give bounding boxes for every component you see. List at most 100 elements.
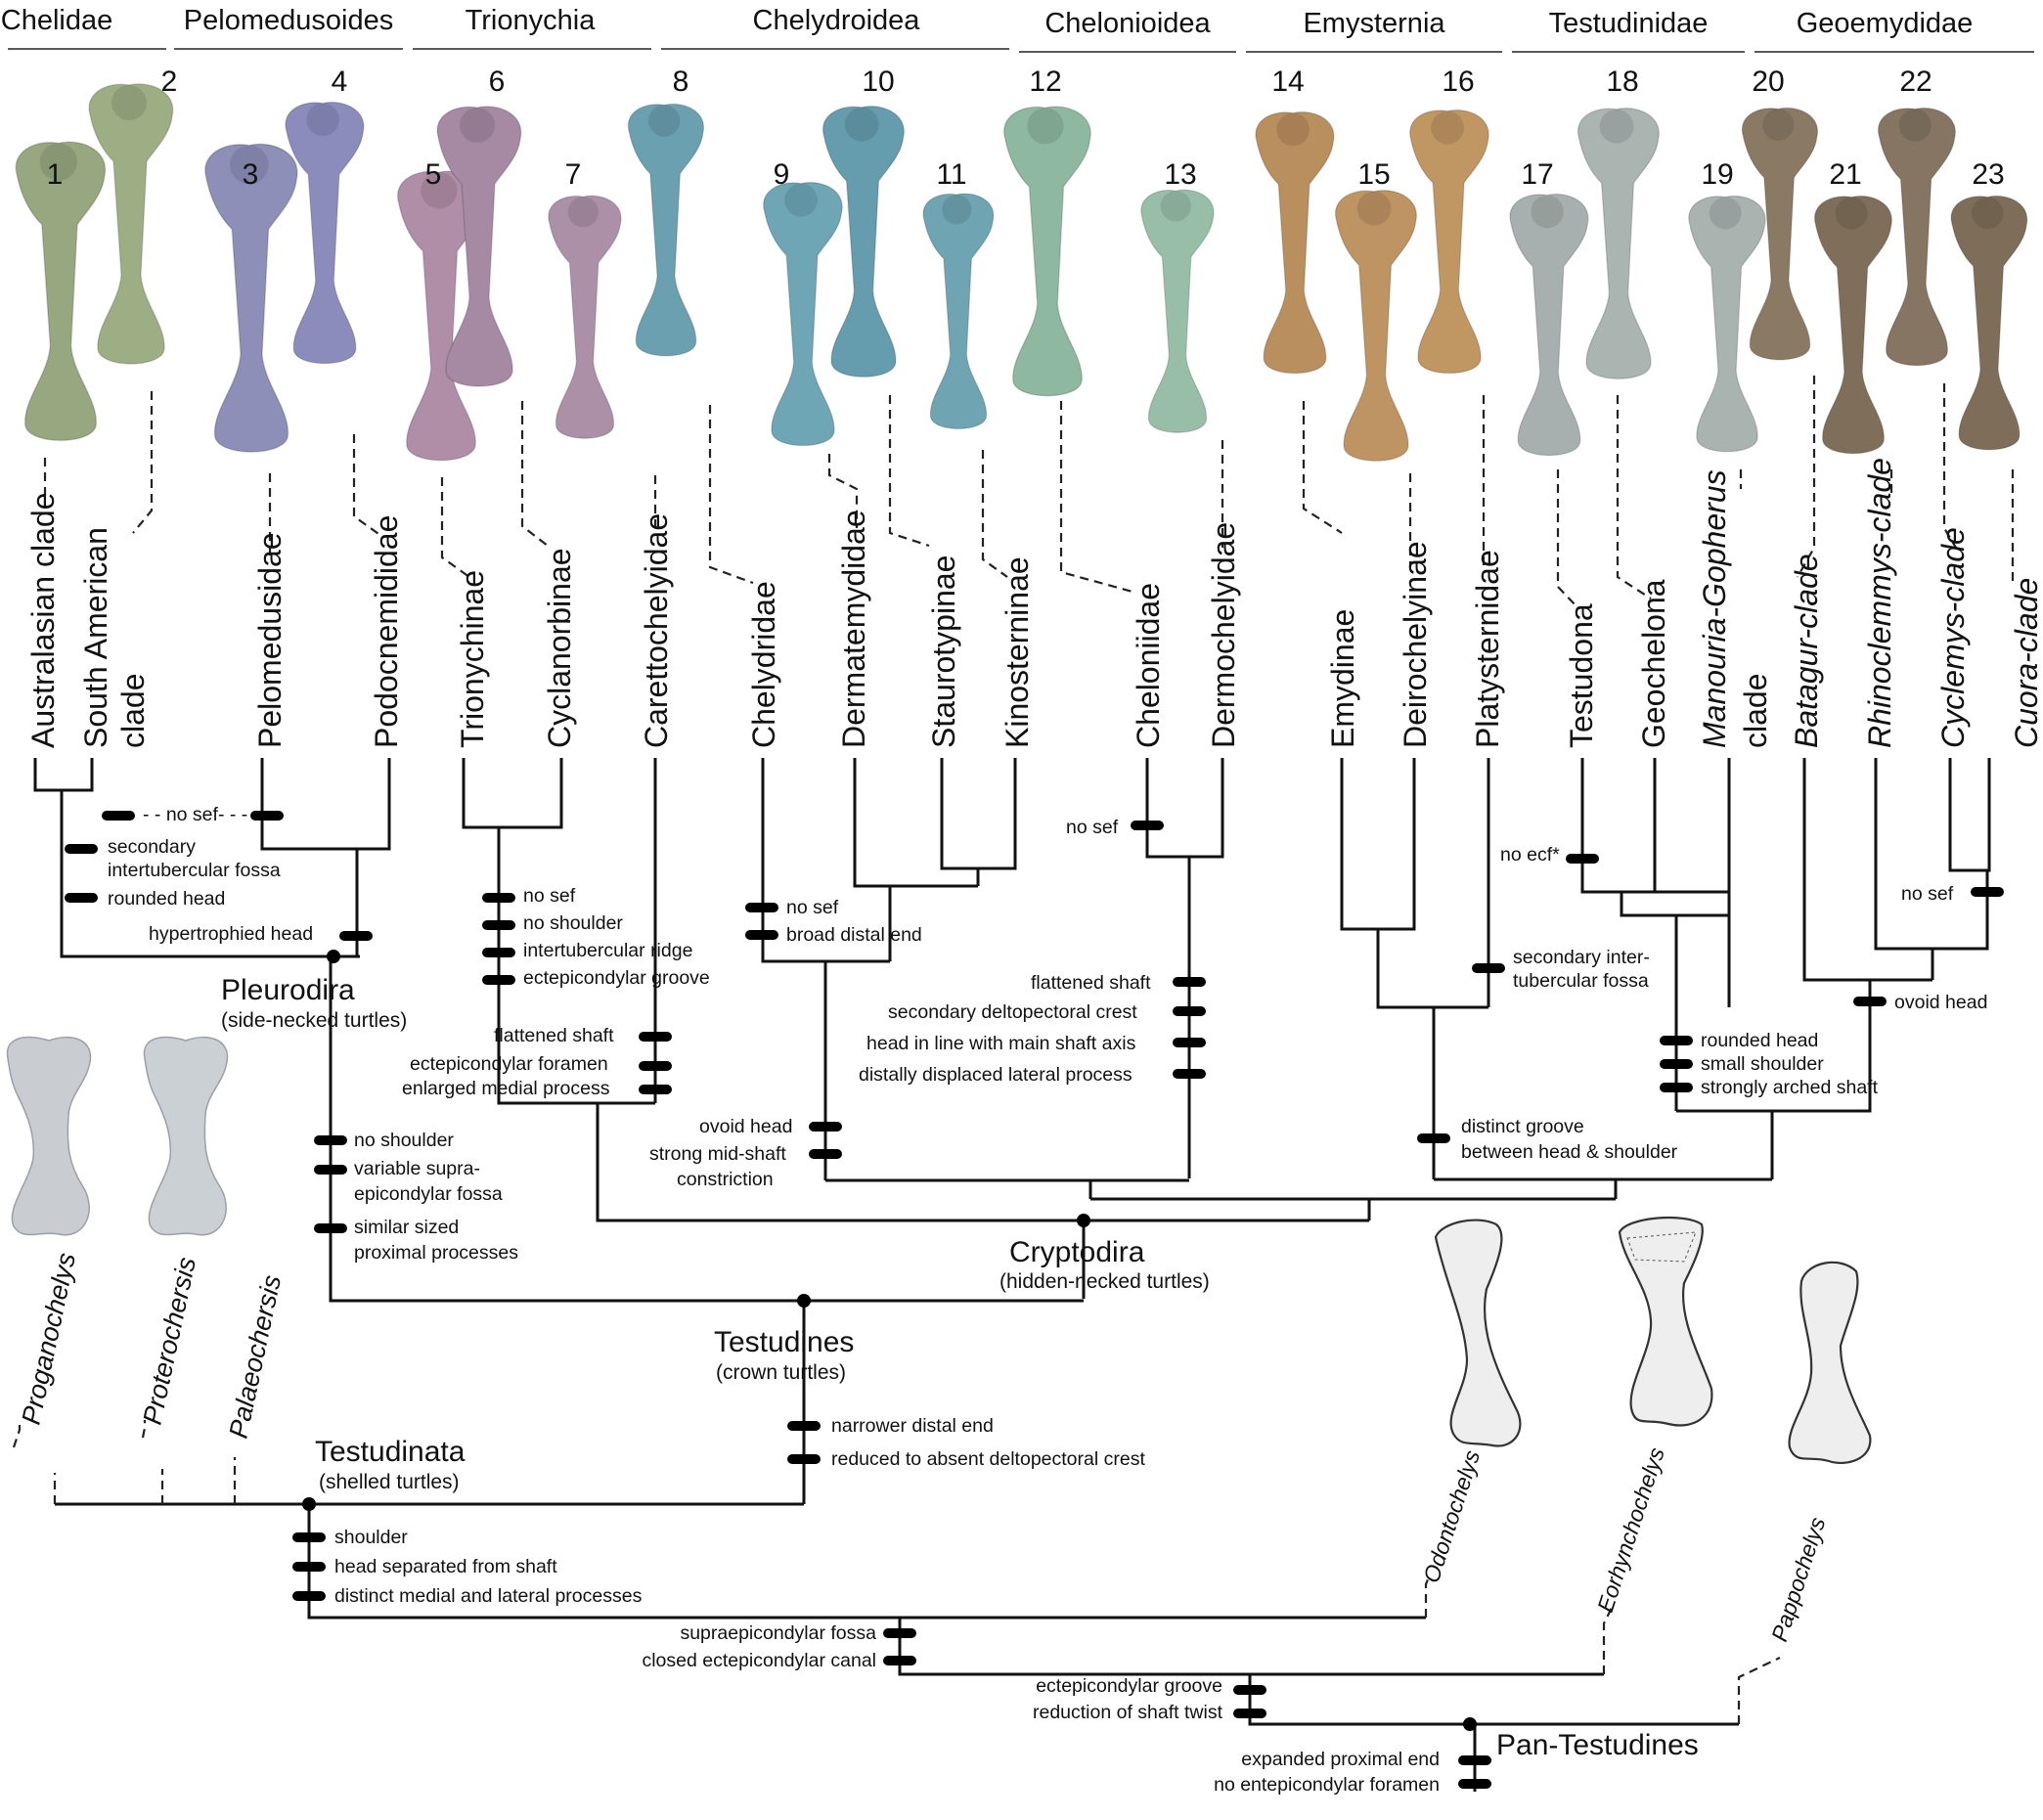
humerus-4	[284, 101, 365, 365]
char-label: head separated from shaft	[334, 1556, 557, 1577]
specimen-number: 13	[1164, 158, 1196, 191]
specimen-number: 15	[1357, 158, 1390, 191]
char-label: rounded head	[108, 888, 225, 910]
node-label-testudinata: Testudinata	[315, 1436, 466, 1468]
humerus-2	[88, 83, 174, 365]
humerus-proterochersis	[143, 1036, 229, 1236]
taxon-manouria-gopherus-clade-2: clade	[1738, 674, 1773, 749]
char-label: no sef	[786, 897, 839, 918]
char-tick	[1131, 821, 1164, 830]
char-tick	[482, 893, 515, 903]
taxon-rhinoclemmys-clade: Rhinoclemmys-clade	[1862, 458, 1897, 748]
humerus-pappochelys	[1788, 1261, 1872, 1465]
char-label: - - no sef- - -	[143, 804, 247, 825]
char-label: distinct groove	[1461, 1116, 1584, 1137]
taxon-pelomedusidae: Pelomedusidae	[252, 532, 288, 748]
specimen-number: 23	[1972, 158, 2004, 191]
taxon-cheloniidae: Cheloniidae	[1131, 583, 1166, 748]
group-chelydroidea: Chelydroidea	[753, 5, 921, 36]
char-tick	[292, 1532, 326, 1542]
char-tick	[745, 903, 778, 912]
taxon-geochelona: Geochelona	[1636, 579, 1671, 748]
char-label: strong mid-shaft	[649, 1143, 786, 1165]
taxon-cyclanorbinae: Cyclanorbinae	[542, 548, 577, 748]
taxon-deirochelyinae: Deirochelyinae	[1398, 541, 1433, 748]
humerus-7	[548, 195, 622, 439]
node-dots	[302, 950, 1477, 1731]
char-label: distinct medial and lateral processes	[334, 1585, 643, 1607]
taxon-manouria-gopherus-clade: Manouria-Gopherus	[1697, 469, 1732, 748]
char-label: no ecf*	[1500, 844, 1560, 866]
specimen-number: 16	[1442, 66, 1474, 98]
fossil-eorhynchochelys: Eorhynchochelys	[1592, 1443, 1669, 1615]
eorhynchochelys-head-hatching	[1626, 1231, 1697, 1263]
char-tick	[787, 1454, 821, 1464]
char-tick	[1660, 1036, 1693, 1045]
node-label-testudines: Testudines	[714, 1326, 854, 1358]
humerus-18	[1577, 107, 1661, 380]
group-pelomedusoides: Pelomedusoides	[184, 5, 393, 36]
char-label: intertubercular fossa	[108, 860, 281, 881]
node-sub-cryptodira: (hidden-necked turtles)	[999, 1270, 1210, 1293]
specimen-number: 11	[936, 158, 966, 191]
specimen-number: 12	[1029, 66, 1061, 98]
char-label: narrower distal end	[831, 1415, 994, 1437]
char-tick	[639, 1061, 672, 1071]
humerus-11	[922, 193, 995, 430]
char-label: similar sized	[354, 1217, 459, 1238]
node-label-pan-testudines: Pan-Testudines	[1496, 1729, 1699, 1761]
char-tick	[1853, 997, 1887, 1006]
char-label: no sef	[523, 885, 576, 907]
specimen-number: 6	[489, 66, 506, 98]
specimen-number: 7	[565, 158, 582, 191]
char-tick	[639, 1085, 672, 1094]
group-testudinidae: Testudinidae	[1549, 8, 1709, 39]
taxon-dermatemydidae: Dermatemydidae	[836, 510, 871, 748]
char-label: reduction of shaft twist	[1033, 1702, 1223, 1723]
taxon-trionychinae: Trionychinae	[455, 570, 490, 748]
fossil-line-humeri	[1434, 1216, 1872, 1465]
char-label: ovoid head	[1894, 992, 1987, 1013]
char-tick	[65, 893, 98, 903]
specimen-numbers: 1 2 3 4 5 6 7 8 9 10 11 12 13 14 15 16 1…	[47, 66, 2005, 191]
char-label: enlarged medial process	[402, 1078, 610, 1099]
char-label: ectepicondylar groove	[1036, 1675, 1222, 1697]
char-label: constriction	[677, 1169, 774, 1190]
char-label: ovoid head	[699, 1116, 792, 1137]
char-label: small shoulder	[1701, 1053, 1824, 1075]
char-label: no entepicondylar foramen	[1214, 1774, 1440, 1796]
taxon-batagur-clade: Batagur-clade	[1789, 554, 1824, 748]
node-label-pleurodira: Pleurodira	[221, 974, 355, 1006]
char-label: no shoulder	[523, 912, 623, 934]
char-tick	[639, 1032, 672, 1042]
taxon-chelydridae: Chelydridae	[746, 581, 781, 748]
humerus-17	[1509, 193, 1589, 457]
specimen-number: 2	[161, 66, 178, 98]
node-labels: Pleurodira (side-necked turtles) Cryptod…	[221, 974, 1699, 1761]
taxon-emydinae: Emydinae	[1325, 609, 1360, 748]
humerus-19	[1688, 195, 1766, 453]
node-dot-pan-testudines	[1463, 1717, 1477, 1731]
char-label: no shoulder	[354, 1130, 454, 1151]
char-label: secondary inter-	[1513, 947, 1650, 968]
char-label: ectepicondylar groove	[523, 967, 710, 989]
specimen-leaders	[43, 376, 2015, 607]
humerus-10	[822, 105, 906, 378]
node-sub-pleurodira: (side-necked turtles)	[221, 1009, 407, 1032]
char-label: reduced to absent deltopectoral crest	[831, 1448, 1145, 1470]
character-ticks	[65, 811, 2004, 1789]
taxon-south-american-clade-2: clade	[115, 674, 151, 749]
char-tick	[482, 975, 515, 985]
stem-humeri	[6, 1036, 229, 1236]
humerus-specimens	[15, 83, 2028, 463]
humerus-13	[1139, 188, 1216, 434]
char-tick	[1173, 1038, 1206, 1047]
char-tick	[1458, 1755, 1491, 1765]
specimen-number: 18	[1606, 66, 1638, 98]
node-dot-testudinata	[302, 1497, 316, 1511]
char-tick	[1472, 963, 1505, 973]
node-sub-testudinata: (shelled turtles)	[319, 1471, 460, 1493]
char-tick	[1660, 1083, 1693, 1092]
taxon-staurotypinae: Staurotypinae	[926, 555, 961, 748]
taxon-labels: Australasian clade South American clade …	[25, 458, 2043, 748]
